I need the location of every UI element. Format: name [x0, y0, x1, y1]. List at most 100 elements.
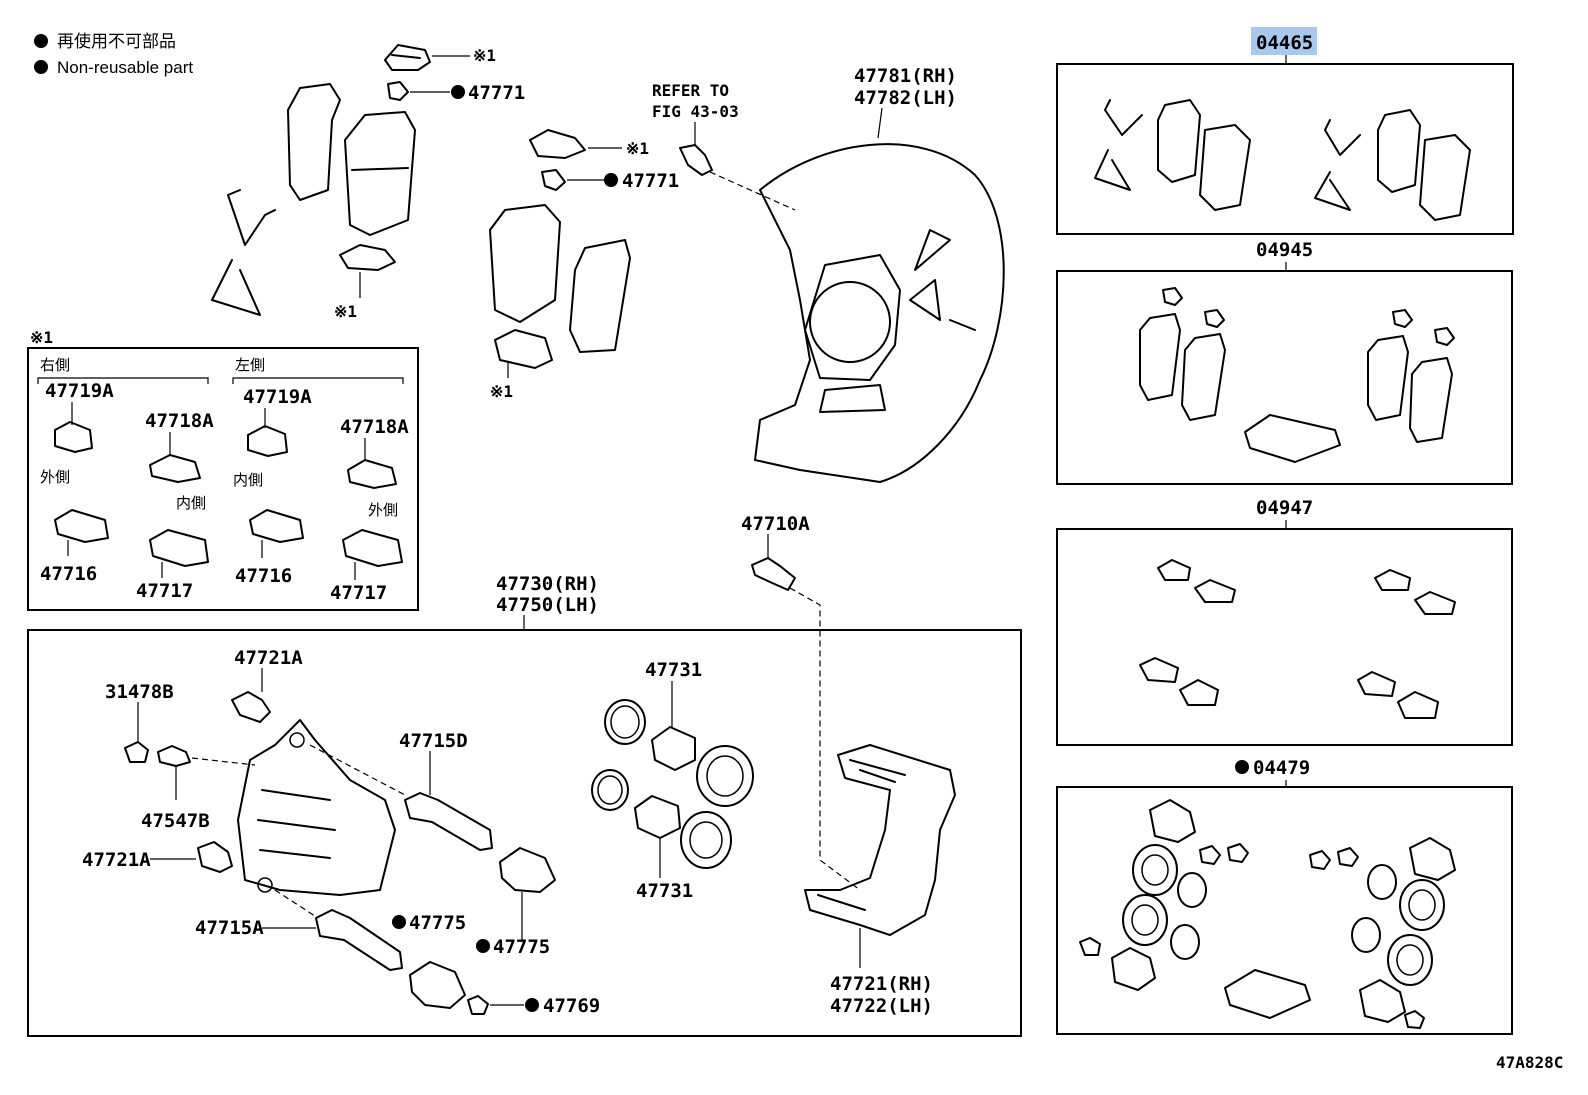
brake-pad-icon [489, 204, 561, 323]
shim-box: ※1 右側 左側 47719A 外側 47718A 内側 47716 47717… [27, 328, 419, 611]
shim-icon [1194, 579, 1236, 603]
dust-shield-icon [754, 143, 1005, 483]
label-l-inner: 内側 [233, 471, 263, 489]
label-l-47718a: 47718A [340, 416, 409, 438]
shim-icon [347, 459, 397, 489]
anti-rattle-spring-icon [227, 189, 276, 246]
bolt-icon [197, 841, 233, 873]
caliper-assembly: 47730(RH) 47750(LH) 47721A 31478B 47547B… [27, 573, 1022, 1037]
seal-ring-icon [1367, 864, 1397, 900]
kit-box-04947 [1056, 528, 1513, 746]
pad-icon [1199, 124, 1251, 211]
shim-plate-icon [1139, 313, 1181, 401]
dust-boot-icon [1132, 844, 1178, 896]
left-side-label: 左側 [235, 356, 265, 374]
label-r-outer: 外側 [40, 468, 70, 486]
label-r-47719a: 47719A [45, 380, 114, 402]
note-ref: ※1 [473, 46, 496, 65]
label-47715a: 47715A [195, 917, 264, 939]
shim-icon [249, 509, 304, 543]
bolt-icon [751, 557, 796, 591]
shield-hub-icon [809, 281, 891, 363]
kit-box-04465 [1056, 63, 1514, 235]
note-ref: ※1 [490, 382, 513, 401]
caliper-bracket-icon [804, 744, 956, 936]
clip-icon [1199, 845, 1221, 865]
label-47781: 47781(RH) [854, 65, 957, 87]
shim-icon [1374, 569, 1411, 591]
clip-icon [1337, 847, 1359, 867]
clip-icon [1227, 843, 1249, 863]
label-47721a-top: 47721A [234, 647, 303, 669]
seal-ring-icon [1170, 924, 1200, 960]
shim-icon [1357, 671, 1396, 697]
label-47721: 47721(RH) [830, 973, 933, 995]
pin-boot-icon [1359, 979, 1406, 1023]
legend-en: Non-reusable part [57, 58, 193, 77]
dust-shield-group: REFER TO FIG 43-03 47781(RH) 47782(LH) [652, 65, 1005, 483]
shim-icon [247, 425, 288, 457]
label-47775-a: 47775 [409, 912, 466, 934]
label-r-47717: 47717 [136, 580, 193, 602]
dust-boot-icon [1387, 934, 1433, 986]
pin-boot-icon [1409, 837, 1456, 881]
kit-04945: 04945 [1056, 239, 1513, 485]
spring-icon [1104, 99, 1143, 136]
clip-icon [1392, 309, 1413, 328]
shim-icon [1139, 657, 1179, 683]
refer-line-1: REFER TO [652, 81, 729, 100]
label-31478b: 31478B [105, 681, 174, 703]
shim-clip-icon [529, 129, 586, 159]
label-47771-b: 47771 [622, 170, 679, 192]
kit-label-04945: 04945 [1256, 239, 1313, 261]
highlight-04465 [1251, 27, 1317, 55]
legend-jp: 再使用不可部品 [57, 31, 176, 51]
bullet-icon [34, 60, 48, 74]
label-47771-a: 47771 [468, 82, 525, 104]
pin-boot-icon [1149, 799, 1196, 843]
shim-plate-icon [569, 239, 631, 353]
brake-pad-icon [344, 111, 416, 236]
bolt-47710a: 47710A [741, 513, 861, 891]
pad-icon [1377, 109, 1421, 193]
dust-boot-icon [1399, 879, 1445, 931]
shim-clip-icon [339, 244, 396, 271]
grease-packet-icon [1244, 414, 1341, 463]
figure-code: 47A828C [1496, 1053, 1563, 1072]
shim-plate-icon [1409, 357, 1453, 443]
grease-packet-icon [1224, 969, 1311, 1019]
label-l-outer: 外側 [368, 501, 398, 519]
bolt-icon [679, 144, 713, 176]
note-ref: ※1 [626, 139, 649, 158]
kit-box-04945 [1056, 270, 1513, 485]
note-ref: ※1 [30, 328, 53, 347]
shim-icon [149, 529, 209, 567]
label-47715d: 47715D [399, 730, 468, 752]
guide-pin-icon [404, 792, 493, 851]
kit-04479: 04479 [1056, 757, 1513, 1035]
shim-icon [342, 529, 403, 567]
seal-ring-icon [604, 699, 646, 745]
clip-icon [1162, 287, 1183, 306]
bleeder-cap-icon [1404, 1010, 1425, 1029]
label-r-inner: 内側 [176, 494, 206, 512]
seal-ring-icon [1177, 872, 1207, 908]
label-l-47717: 47717 [330, 582, 387, 604]
kit-04947: 04947 [1056, 497, 1513, 746]
dust-boot-icon [680, 811, 732, 869]
label-r-47718a: 47718A [145, 410, 214, 432]
pin-boot-icon [409, 961, 466, 1009]
anti-rattle-spring-icon [211, 259, 261, 316]
bleeder-cap-icon [124, 741, 149, 763]
label-47769: 47769 [543, 995, 600, 1017]
kit-label-04479: 04479 [1253, 757, 1310, 779]
kit-04465: 04465 [1056, 27, 1514, 235]
caliper-box-frame [27, 629, 1022, 1037]
shim-plate-icon [1367, 335, 1409, 421]
upper-left-pads: ※1 47771 ※1 [211, 44, 525, 321]
label-47782: 47782(LH) [854, 87, 957, 109]
legend: 再使用不可部品 Non-reusable part [34, 31, 193, 77]
clip-icon [387, 81, 409, 101]
kit-box-04479 [1056, 786, 1513, 1035]
spring-icon [1324, 119, 1361, 156]
